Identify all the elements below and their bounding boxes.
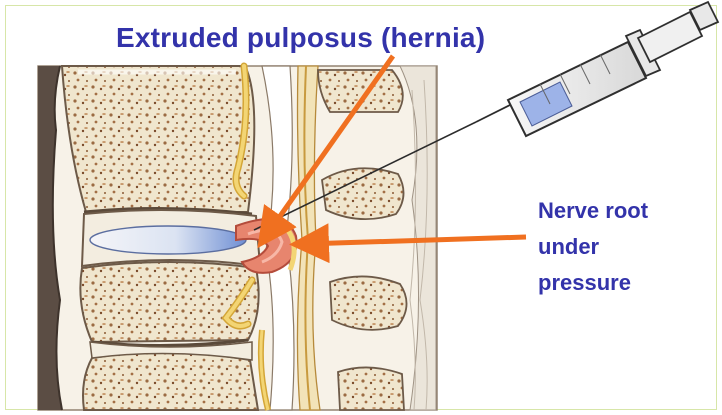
nerve-root-arrow <box>304 237 526 244</box>
nerve-root-label-line-1: Nerve root <box>538 193 648 229</box>
hernia-arrow <box>266 56 393 236</box>
nerve-root-label: Nerve root under pressure <box>538 193 648 301</box>
nerve-root-label-line-3: pressure <box>538 265 648 301</box>
hernia-label: Extruded pulposus (hernia) <box>116 22 485 54</box>
nerve-root-label-line-2: under <box>538 229 648 265</box>
